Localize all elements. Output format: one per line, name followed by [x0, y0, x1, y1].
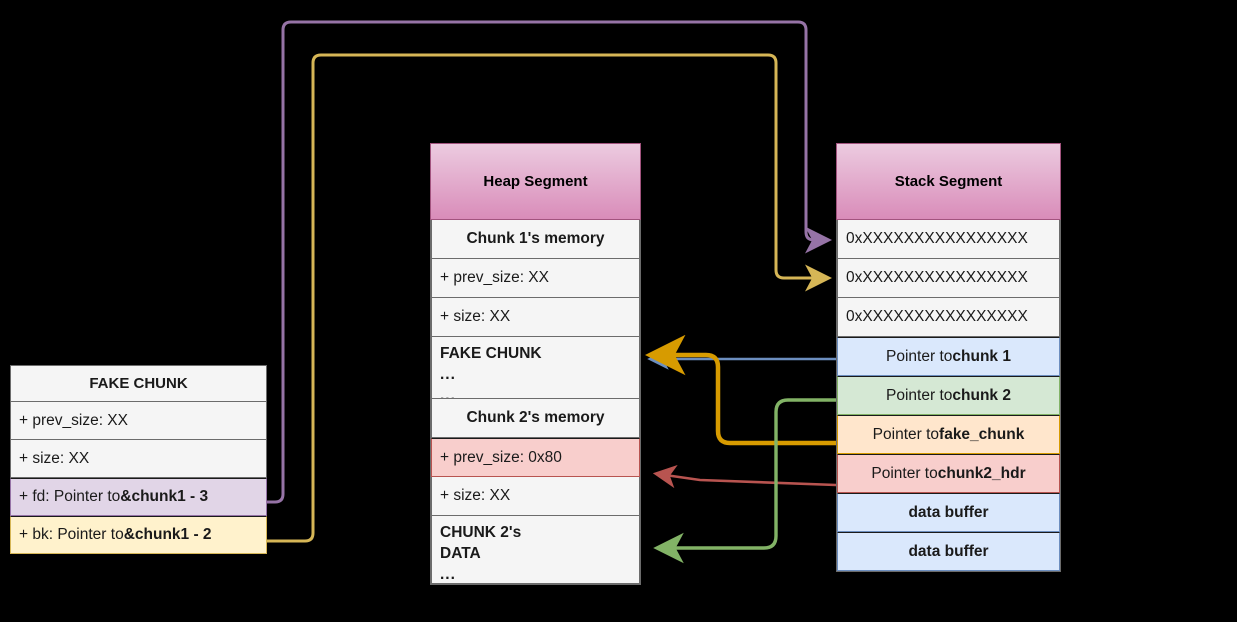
- heap-row-chunk2-size-label: + size: XX: [440, 487, 511, 504]
- heap-segment-title: Heap Segment: [430, 143, 641, 220]
- fake-chunk-fd-label: + fd: Pointer to: [19, 488, 121, 505]
- stack-row-addr-3-label: 0xXXXXXXXXXXXXXXXX: [846, 308, 1028, 325]
- stack-row-pointer-chunk1: Pointer to chunk 1: [837, 337, 1060, 376]
- stack-row-addr-1: 0xXXXXXXXXXXXXXXXX: [837, 220, 1060, 259]
- stack-row-data-buffer-2: data buffer: [837, 532, 1060, 571]
- heap-row-fake-chunk-line2: ...: [440, 366, 456, 383]
- fake-chunk-row-prev-size: + prev_size: XX: [10, 402, 267, 440]
- stack-row-data-buffer-1: data buffer: [837, 493, 1060, 532]
- heap-row-chunk2-prev-size-label: + prev_size: 0x80: [440, 448, 562, 466]
- fake-chunk-row-fd: + fd: Pointer to &chunk1 - 3: [10, 478, 267, 516]
- stack-row-pointer-fake-chunk-label: Pointer to: [872, 425, 940, 443]
- stack-row-addr-3: 0xXXXXXXXXXXXXXXXX: [837, 298, 1060, 337]
- connector-chunk2-to-chunk2-data: [653, 398, 838, 564]
- heap-row-chunk2-data: CHUNK 2's DATA ...: [431, 516, 640, 584]
- heap-row-chunk2-size: + size: XX: [431, 477, 640, 516]
- heap-segment-box: Heap Segment Chunk 1's memory + prev_siz…: [430, 143, 641, 585]
- heap-row-chunk1-size-label: + size: XX: [440, 308, 511, 325]
- heap-row-fake-chunk-label: FAKE CHUNK: [440, 345, 542, 362]
- heap-row-chunk1-prev-size-label: + prev_size: XX: [440, 269, 549, 286]
- connector-chunk2hdr-to-prev-size: [652, 464, 838, 489]
- heap-row-fake-chunk-line3: ...: [440, 387, 456, 399]
- heap-row-chunk2-data-label: CHUNK 2's: [440, 524, 522, 541]
- heap-row-chunk1-prev-size: + prev_size: XX: [431, 259, 640, 298]
- stack-row-pointer-chunk1-label: Pointer to: [886, 347, 953, 365]
- fake-chunk-bk-label: + bk: Pointer to: [19, 526, 124, 543]
- heap-row-fake-chunk: FAKE CHUNK ... ...: [431, 337, 640, 399]
- stack-row-pointer-chunk2: Pointer to chunk 2: [837, 376, 1060, 415]
- stack-row-addr-1-label: 0xXXXXXXXXXXXXXXXX: [846, 230, 1028, 247]
- stack-row-data-buffer-2-label: data buffer: [908, 542, 989, 560]
- stack-row-pointer-chunk1-target: chunk 1: [952, 347, 1011, 365]
- heap-row-chunk1-memory: Chunk 1's memory: [431, 220, 640, 259]
- heap-row-chunk2-data-line3: ...: [440, 566, 456, 583]
- heap-row-chunk1-size: + size: XX: [431, 298, 640, 337]
- stack-row-pointer-chunk2-label: Pointer to: [886, 386, 953, 404]
- heap-row-chunk1-memory-label: Chunk 1's memory: [466, 230, 605, 247]
- stack-row-pointer-fake-chunk-target: fake_chunk: [939, 425, 1025, 443]
- fake-chunk-bk-target: &chunk1 - 2: [123, 526, 212, 543]
- stack-row-pointer-chunk2-hdr-label: Pointer to: [871, 464, 938, 482]
- heap-row-chunk2-memory: Chunk 2's memory: [431, 399, 640, 438]
- fake-chunk-prev-size-label: + prev_size: XX: [19, 411, 128, 429]
- stack-segment-title: Stack Segment: [836, 143, 1061, 220]
- stack-segment-rows: 0xXXXXXXXXXXXXXXXX 0xXXXXXXXXXXXXXXXX 0x…: [836, 220, 1061, 572]
- heap-row-chunk2-prev-size: + prev_size: 0x80: [431, 438, 640, 477]
- fake-chunk-row-bk: + bk: Pointer to &chunk1 - 2: [10, 516, 267, 554]
- fake-chunk-box: FAKE CHUNK + prev_size: XX + size: XX + …: [10, 365, 267, 554]
- heap-segment-rows: Chunk 1's memory + prev_size: XX + size:…: [430, 220, 641, 585]
- stack-row-pointer-chunk2-hdr: Pointer to chunk2_hdr: [837, 454, 1060, 493]
- fake-chunk-size-label: + size: XX: [19, 449, 90, 467]
- stack-row-addr-2: 0xXXXXXXXXXXXXXXXX: [837, 259, 1060, 298]
- connector-fakechunk-to-fake-chunk: [645, 334, 839, 446]
- heap-row-chunk2-data-line2: DATA: [440, 545, 481, 562]
- fake-chunk-title: FAKE CHUNK: [10, 365, 267, 402]
- stack-row-pointer-chunk2-hdr-target: chunk2_hdr: [937, 464, 1026, 482]
- fake-chunk-fd-target: &chunk1 - 3: [120, 488, 209, 505]
- stack-segment-box: Stack Segment 0xXXXXXXXXXXXXXXXX 0xXXXXX…: [836, 143, 1061, 572]
- stack-row-addr-2-label: 0xXXXXXXXXXXXXXXXX: [846, 269, 1028, 286]
- stack-row-pointer-fake-chunk: Pointer to fake_chunk: [837, 415, 1060, 454]
- stack-row-pointer-chunk2-target: chunk 2: [952, 386, 1011, 404]
- stack-row-data-buffer-1-label: data buffer: [908, 503, 989, 521]
- heap-row-chunk2-memory-label: Chunk 2's memory: [466, 409, 605, 426]
- fake-chunk-row-size: + size: XX: [10, 440, 267, 478]
